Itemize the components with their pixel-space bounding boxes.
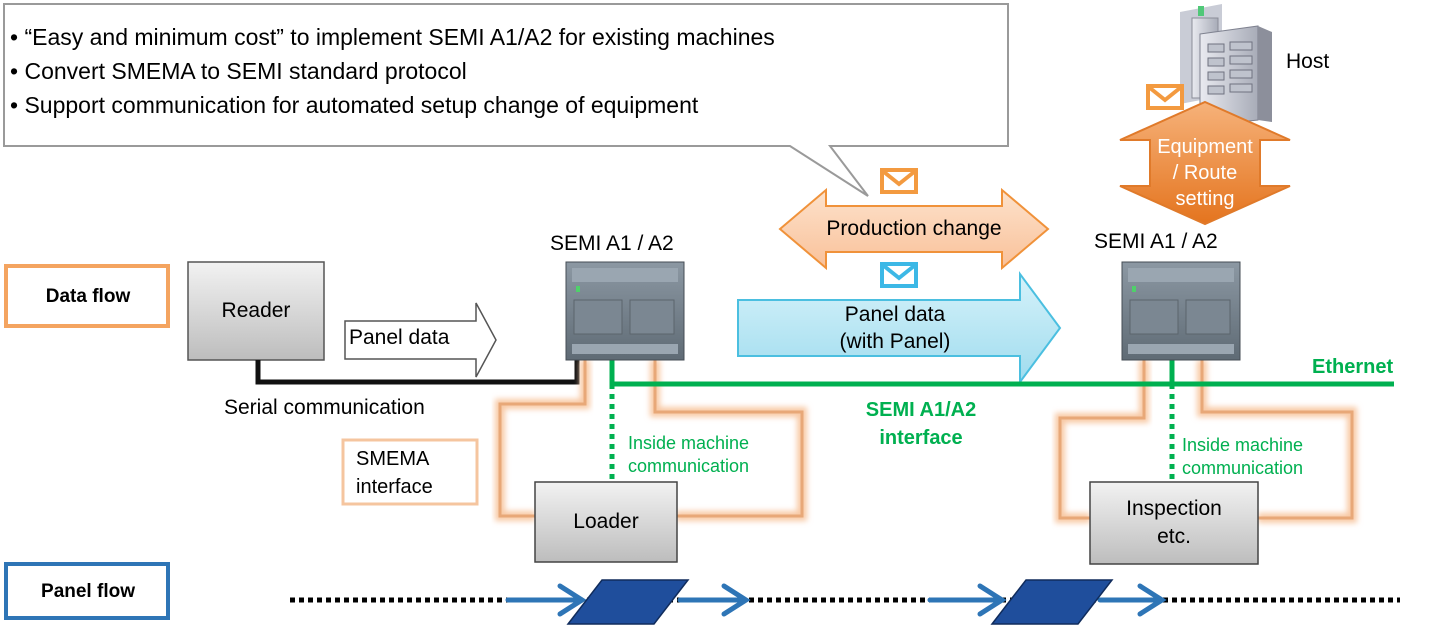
host-server-icon [1180,4,1272,127]
inside-left-label: Inside machine communication [628,433,750,476]
panel-flow-label: Panel flow [41,581,135,602]
production-change-label: Production change [826,217,1002,240]
host-label: Host [1286,50,1330,73]
inspection-label: Inspection etc. [1126,497,1222,548]
panel-data-small-label: Panel data [349,326,450,349]
callout-bubble [3,3,1009,197]
callout-line-2: • Convert SMEMA to SEMI standard protoco… [10,58,467,84]
data-flow-box [4,264,170,328]
mail-icon [880,168,918,194]
mail-icon [880,262,918,288]
plc-right-label: SEMI A1 / A2 [1094,230,1218,253]
inspection-box [1089,481,1259,565]
loader-label: Loader [573,510,639,533]
callout-line-3: • Support communication for automated se… [10,92,699,118]
reader-label: Reader [221,299,291,322]
serial-label: Serial communication [224,396,425,419]
smema-outline-right [1055,360,1357,523]
reader-box [187,261,325,361]
production-change-arrow [778,187,1050,271]
plc-device-right [1121,261,1241,361]
callout-line-1: • “Easy and minimum cost” to implement S… [10,24,775,50]
panel-data-big-arrow [737,270,1062,386]
smema-label-box [341,438,479,506]
smema-label: SMEMA interface [356,448,433,498]
inside-right-label: Inside machine communication [1182,435,1304,478]
mail-icon [1146,84,1184,110]
panel-flow-arrows [505,583,1167,617]
panel-shape-right [990,579,1114,625]
callout-text: • “Easy and minimum cost” to implement S… [10,20,1010,122]
panel-data-small-arrow [344,302,497,378]
semi-interface-label: SEMI A1/A2 interface [865,399,977,449]
panel-shape-left [566,579,690,625]
plc-device-left [565,261,685,361]
plc-left-label: SEMI A1 / A2 [550,232,674,255]
serial-line [255,360,580,385]
smema-outline-left [495,360,807,521]
host-arrow [1119,100,1291,226]
host-arrow-label: Equipment / Route setting [1157,136,1253,210]
loader-box [534,481,678,563]
panel-flow-box [4,562,170,620]
data-flow-label: Data flow [45,286,131,307]
ethernet-label: Ethernet [1312,356,1394,378]
panel-data-big-label: Panel data (with Panel) [839,303,951,353]
